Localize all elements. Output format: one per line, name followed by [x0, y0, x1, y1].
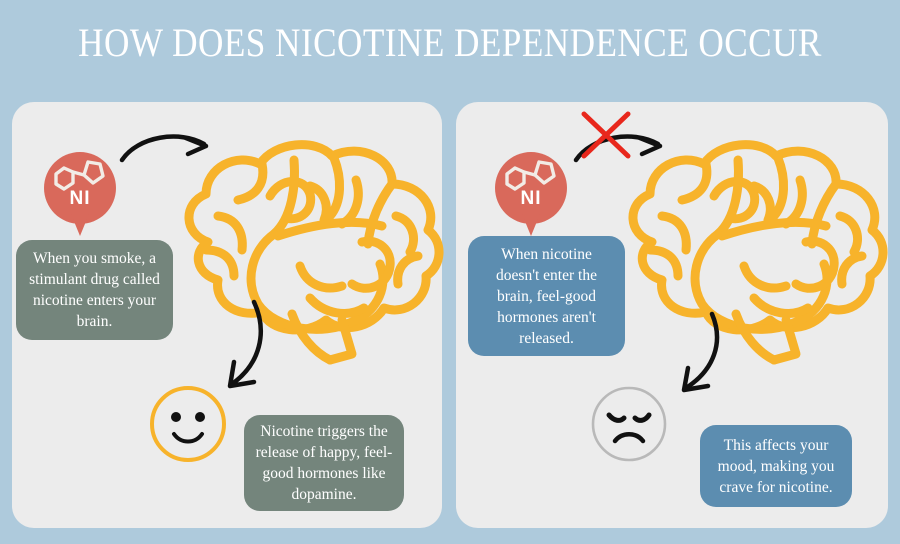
pin-tail [522, 214, 540, 236]
arrow-to-brain-icon [119, 134, 209, 163]
nicotine-pin-marker: NI [495, 152, 567, 238]
happy-face-icon [150, 386, 226, 462]
pin-bubble [44, 152, 116, 224]
caption-no-hormones: When nicotine doesn't enter the brain, f… [468, 236, 625, 356]
brain-icon [184, 140, 444, 365]
arrow-to-sad-face-icon [681, 311, 720, 393]
pin-label: NI [69, 188, 91, 209]
caption-dopamine-release: Nicotine triggers the release of happy, … [244, 415, 404, 511]
caption-nicotine-enters: When you smoke, a stimulant drug called … [16, 240, 173, 340]
nicotine-pin-marker: NI [44, 152, 116, 238]
nicotine-molecule-icon [54, 160, 105, 191]
arrow-to-happy-face-icon [227, 299, 263, 389]
nicotine-molecule-icon [505, 160, 556, 191]
arrow-to-brain-blocked-icon [573, 134, 663, 163]
brain-icon [628, 140, 888, 365]
red-x-icon [581, 111, 631, 159]
pin-tail [71, 214, 89, 236]
page-title: HOW DOES NICOTINE DEPENDENCE OCCUR [78, 20, 822, 65]
sad-face-icon [591, 386, 667, 462]
pin-bubble [495, 152, 567, 224]
pin-label: NI [520, 188, 542, 209]
caption-craving: This affects your mood, making you crave… [700, 425, 852, 507]
